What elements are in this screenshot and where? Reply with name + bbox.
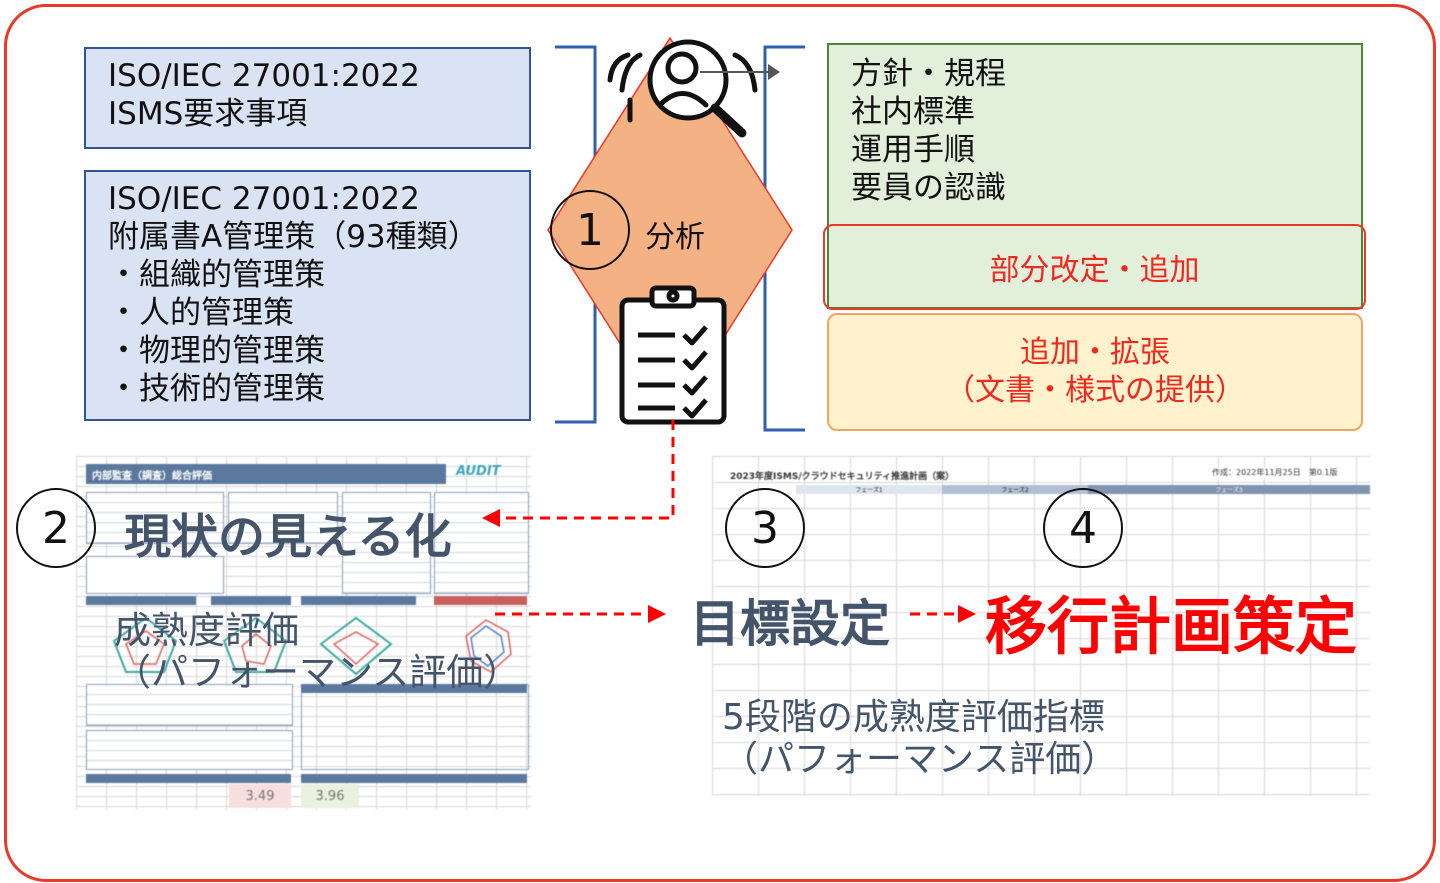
plan-sheet-thumbnail: 2023年度ISMS/クラウドセキュリティ推進計画（案） フェーズ1 フェーズ2… bbox=[712, 456, 1370, 796]
step-2-subtitle: 成熟度評価 bbox=[114, 609, 299, 652]
clipboard-checklist-icon bbox=[619, 285, 727, 425]
step-number: 1 bbox=[576, 204, 604, 256]
step-4-title: 移行計画策定 bbox=[985, 590, 1358, 663]
partial-revision-box: 部分改定・追加 bbox=[823, 224, 1366, 310]
step-number: 2 bbox=[42, 502, 70, 554]
audit-sheet-thumbnail: 内部監査（調査）総合評価 AUDIT 3.49 3.96 bbox=[76, 456, 531, 810]
score-before: 3.49 bbox=[229, 784, 291, 808]
pointer-arrowhead bbox=[768, 64, 780, 80]
audit-logo: AUDIT bbox=[456, 464, 501, 479]
analysis-label: 分析 bbox=[645, 220, 705, 255]
annex-line: ・技術的管理策 bbox=[108, 371, 325, 407]
plan-sheet-title: 2023年度ISMS/クラウドセキュリティ推進計画（案） bbox=[730, 472, 955, 482]
step-4-circle: 4 bbox=[1043, 488, 1123, 568]
step-3-subtitle: 5段階の成熟度評価指標 bbox=[722, 697, 1105, 738]
requirements-box: ISO/IEC 27001:2022 ISMS要求事項 bbox=[84, 47, 531, 149]
annex-line: ・物理的管理策 bbox=[108, 333, 325, 369]
person-magnifier-icon bbox=[607, 39, 758, 138]
score-after: 3.96 bbox=[301, 784, 359, 808]
document-line: 運用手順 bbox=[851, 132, 975, 168]
annex-line: ISO/IEC 27001:2022 bbox=[108, 181, 420, 217]
partial-revision-label: 部分改定・追加 bbox=[989, 253, 1200, 288]
document-line: 社内標準 bbox=[851, 94, 975, 130]
step-2-subtitle-2: （パフォーマンス評価） bbox=[114, 651, 521, 694]
extension-line: （文書・様式の提供） bbox=[945, 373, 1245, 408]
annex-box: ISO/IEC 27001:2022 附属書A管理策（93種類） ・組織的管理策… bbox=[84, 170, 531, 421]
annex-line: ・組織的管理策 bbox=[108, 257, 325, 293]
annex-line: 附属書A管理策（93種類） bbox=[108, 219, 479, 255]
document-line: 要員の認識 bbox=[851, 170, 1006, 206]
extension-line: 追加・拡張 bbox=[1020, 335, 1170, 370]
requirements-line: ISMS要求事項 bbox=[108, 96, 308, 132]
phase-2: フェーズ2 bbox=[942, 485, 1088, 494]
outer-frame bbox=[4, 4, 1436, 882]
phase-3: フェーズ3 bbox=[1088, 485, 1370, 494]
step-number: 3 bbox=[751, 502, 779, 554]
step-3-title: 目標設定 bbox=[690, 595, 890, 653]
step-1-circle: 1 bbox=[550, 190, 630, 270]
phase-1: フェーズ1 bbox=[796, 485, 942, 494]
step-3-circle: 3 bbox=[725, 488, 805, 568]
radar-charts bbox=[112, 616, 512, 676]
step-number: 4 bbox=[1069, 502, 1097, 554]
audit-sheet-title: 内部監査（調査）総合評価 bbox=[92, 470, 212, 482]
annex-line: ・人的管理策 bbox=[108, 295, 294, 331]
step-3-subtitle-2: （パフォーマンス評価） bbox=[722, 739, 1118, 780]
step-2-title: 現状の見える化 bbox=[124, 510, 452, 565]
step-2-circle: 2 bbox=[16, 488, 96, 568]
requirements-line: ISO/IEC 27001:2022 bbox=[108, 58, 420, 94]
document-line: 方針・規程 bbox=[851, 56, 1006, 92]
extension-box: 追加・拡張 （文書・様式の提供） bbox=[827, 313, 1363, 431]
plan-sheet-created: 作成：2022年11月25日 第0.1版 bbox=[1212, 468, 1338, 478]
